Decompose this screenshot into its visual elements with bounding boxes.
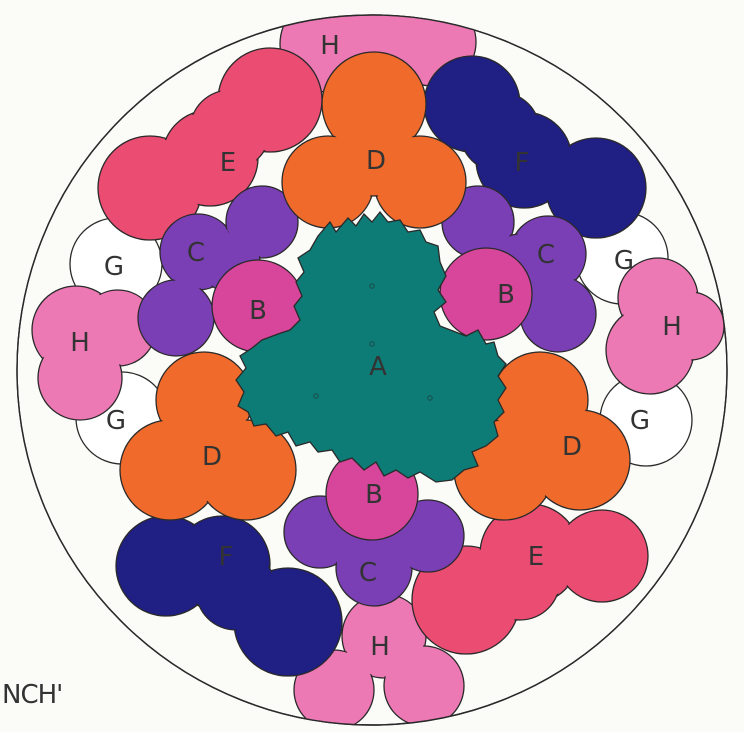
label-D-right: D xyxy=(562,432,582,462)
label-D-top: D xyxy=(366,146,386,176)
label-F-upper-right: F xyxy=(515,148,530,178)
label-A-center: A xyxy=(369,352,387,382)
label-H-left: H xyxy=(70,328,90,358)
label-B-bottom: B xyxy=(365,480,383,510)
label-C-bottom: C xyxy=(359,558,377,588)
label-F-lower-left: F xyxy=(219,542,234,572)
label-H-top: H xyxy=(320,31,340,61)
label-G-right-lower: G xyxy=(630,406,650,436)
label-G-left-lower: G xyxy=(106,406,126,436)
caption-text: NCH' xyxy=(2,680,62,710)
label-E-lower-right: E xyxy=(528,542,544,572)
label-H-bottom: H xyxy=(370,632,390,662)
label-G-left-upper: G xyxy=(104,252,124,282)
label-D-left: D xyxy=(202,442,222,472)
label-H-right: H xyxy=(662,312,682,342)
label-G-right-upper: G xyxy=(614,246,634,276)
label-B-left: B xyxy=(249,296,267,326)
piece-B-right xyxy=(440,248,532,340)
label-B-right: B xyxy=(497,280,515,310)
label-E-upper-left: E xyxy=(220,148,236,178)
label-C-right: C xyxy=(537,240,555,270)
label-C-left: C xyxy=(187,238,205,268)
